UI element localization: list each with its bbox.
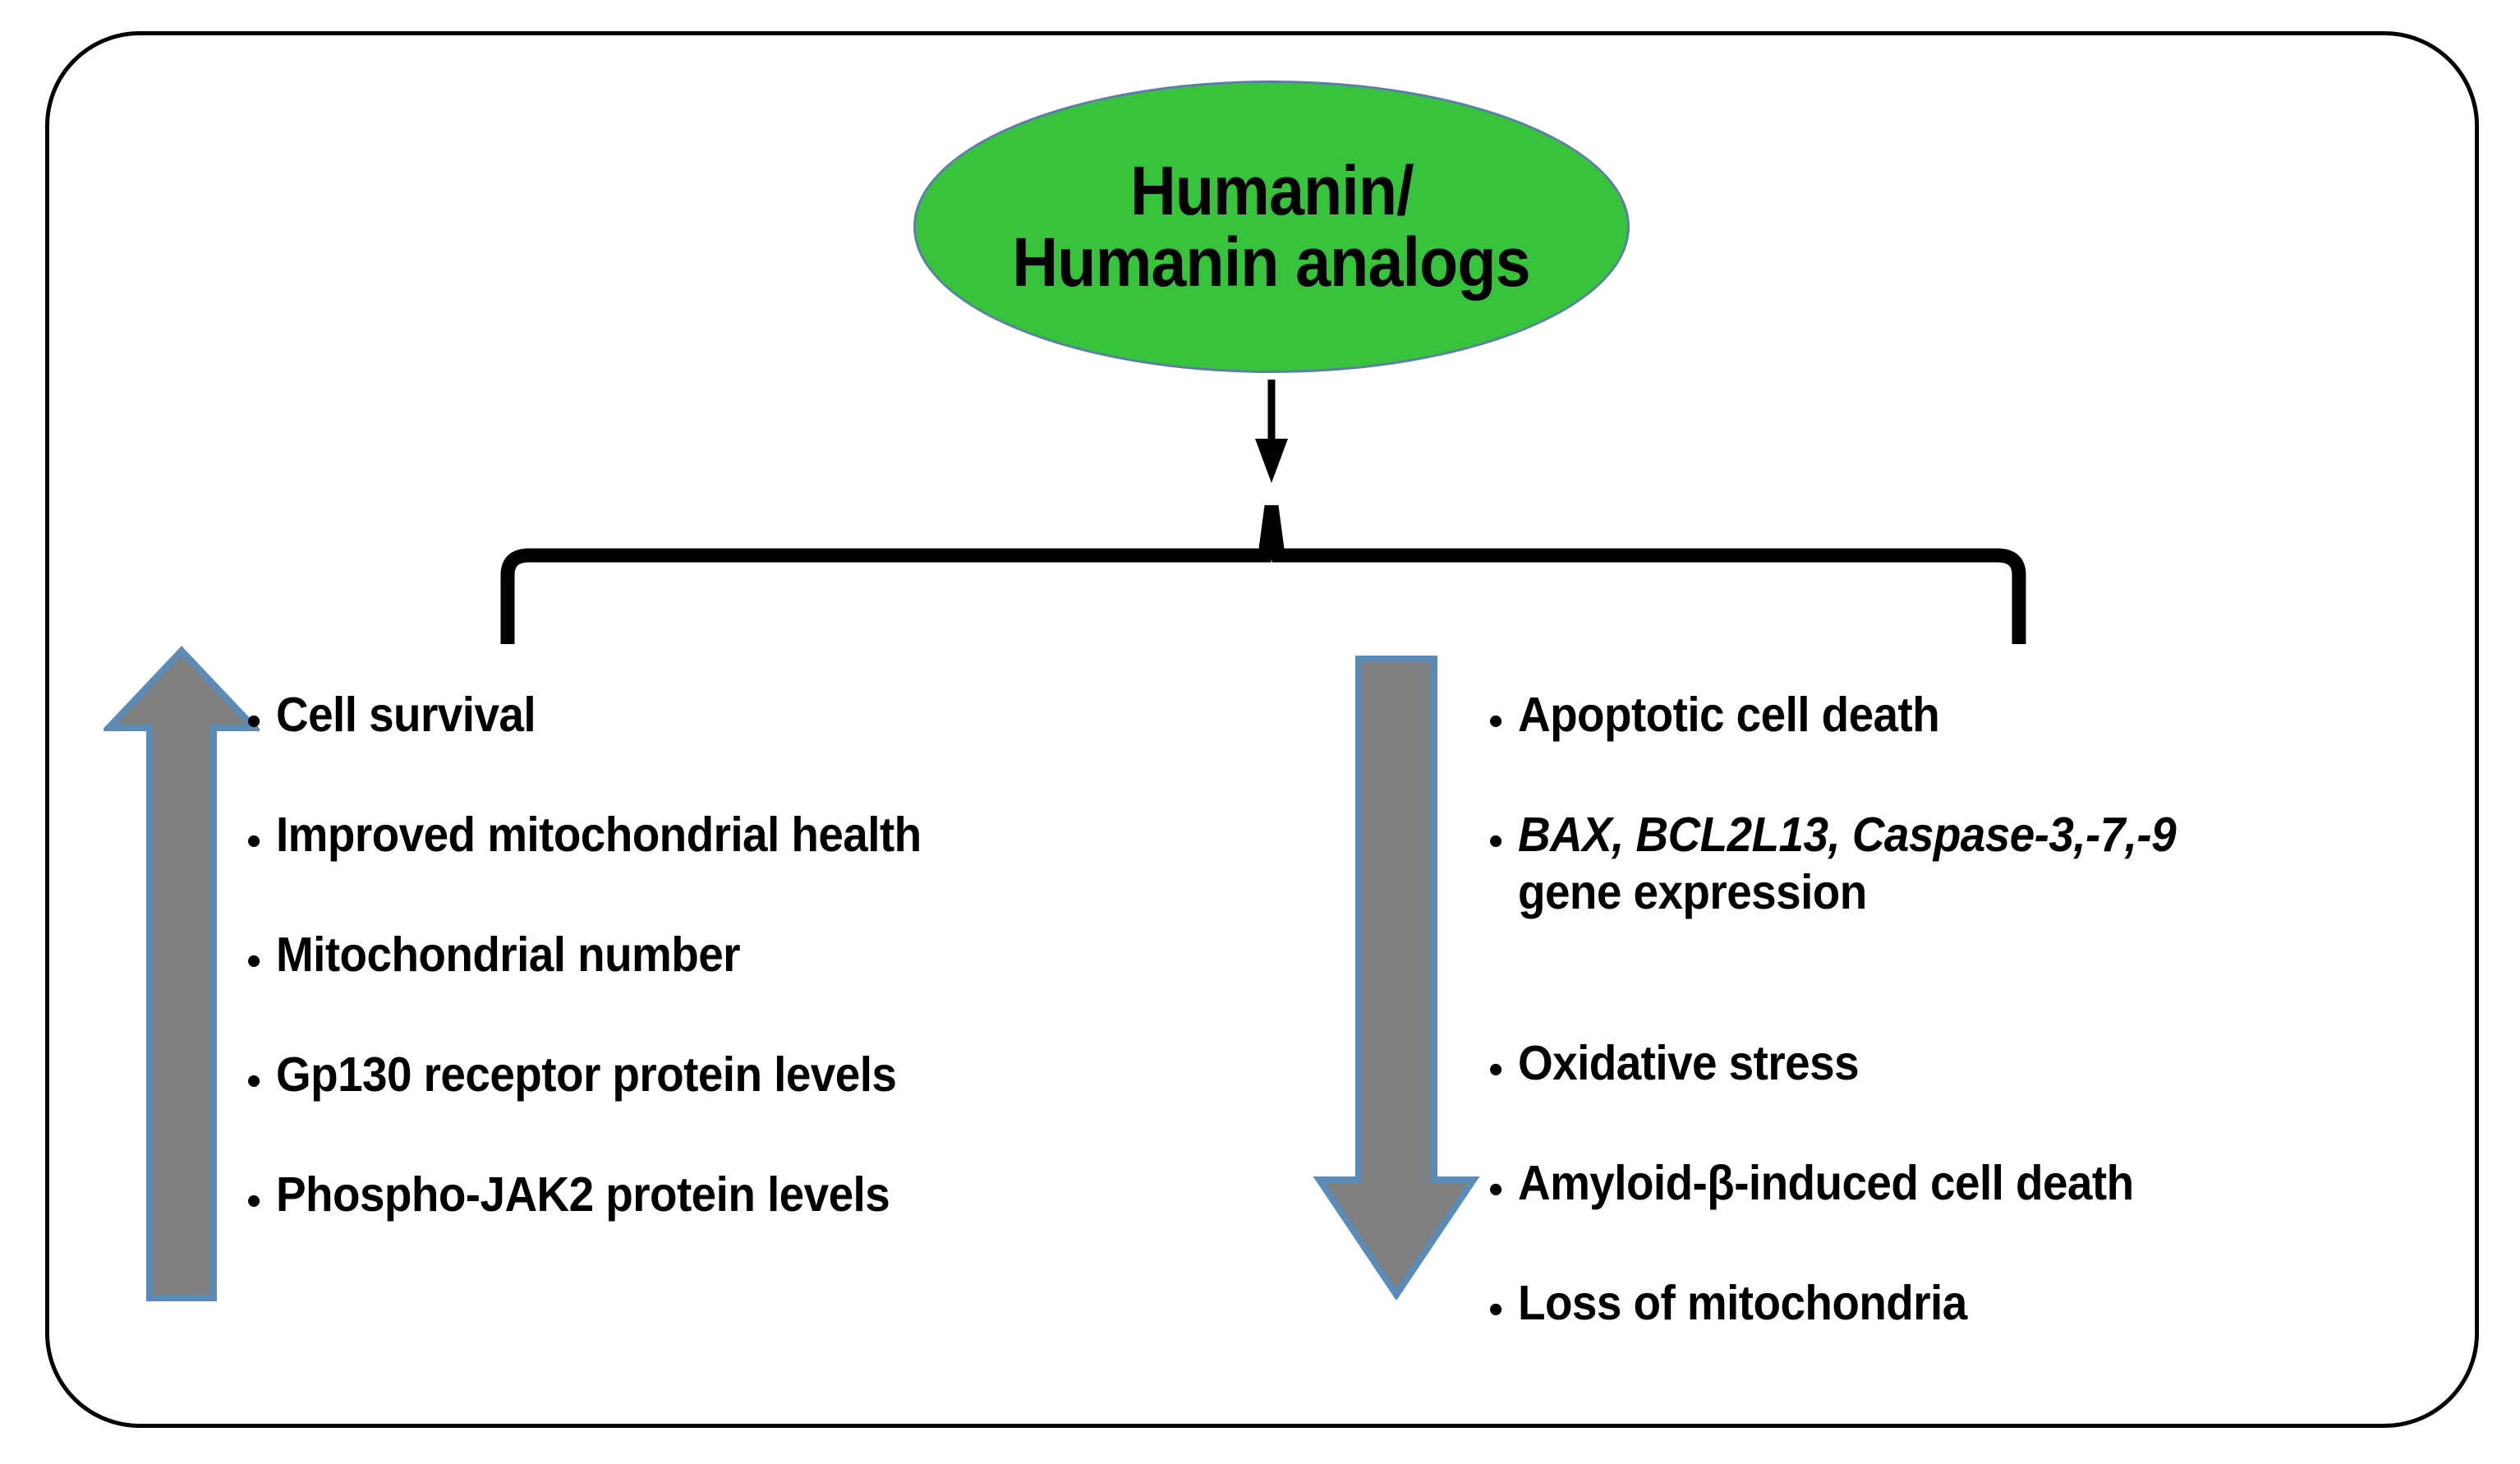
increase-list: • Cell survival • Improved mitochondrial… [246,687,1306,1287]
bullet-icon: • [246,1057,262,1105]
bullet-icon: • [246,937,262,985]
decrease-list: • Apoptotic cell death • BAX, BCL2L13, C… [1488,687,2466,1395]
up-arrow-icon [103,646,260,1301]
list-item: • Phospho-JAK2 protein levels [246,1167,1306,1275]
down-arrow-icon [1313,656,1480,1300]
list-item: • BAX, BCL2L13, Caspase-3,-7,-9 gene exp… [1488,807,2466,1024]
list-item: • Improved mitochondrial health [246,807,1306,915]
humanin-node: Humanin/ Humanin analogs [913,81,1630,373]
list-item-label: BAX, BCL2L13, Caspase-3,-7,-9 gene expre… [1518,807,2177,921]
list-item-label: Amyloid-β-induced cell death [1518,1156,2134,1210]
list-item-label: Oxidative stress [1518,1036,1860,1090]
list-item: • Cell survival [246,687,1306,795]
gene-names-italic: BAX, BCL2L13, Caspase-3,-7,-9 [1518,808,2177,862]
list-item: • Oxidative stress [1488,1035,2466,1144]
bullet-icon: • [1488,1166,1504,1213]
figure-border [45,31,2479,1428]
list-item-label: Apoptotic cell death [1518,688,1940,742]
list-item-label: Improved mitochondrial health [276,808,922,862]
list-item-label: Loss of mitochondria [1518,1276,1967,1330]
bullet-icon: • [1488,1286,1504,1333]
gene-expression-suffix: gene expression [1518,864,1867,919]
list-item: • Amyloid-β-induced cell death [1488,1155,2466,1264]
bullet-icon: • [246,697,262,745]
list-item: • Gp130 receptor protein levels [246,1047,1306,1155]
list-item: • Loss of mitochondria [1488,1275,2466,1383]
humanin-node-line-1: Humanin/ [1129,151,1414,229]
list-item-label: Gp130 receptor protein levels [276,1047,897,1102]
bullet-icon: • [1488,817,1504,865]
humanin-node-line-2: Humanin analogs [1012,223,1531,301]
list-item-label: Phospho-JAK2 protein levels [276,1167,890,1222]
bullet-icon: • [246,817,262,865]
bullet-icon: • [246,1177,262,1225]
list-item-label: Mitochondrial number [276,928,741,982]
bullet-icon: • [1488,697,1504,745]
bullet-icon: • [1488,1046,1504,1093]
list-item: • Mitochondrial number [246,927,1306,1035]
list-item-label: Cell survival [276,688,536,742]
list-item: • Apoptotic cell death [1488,687,2466,795]
